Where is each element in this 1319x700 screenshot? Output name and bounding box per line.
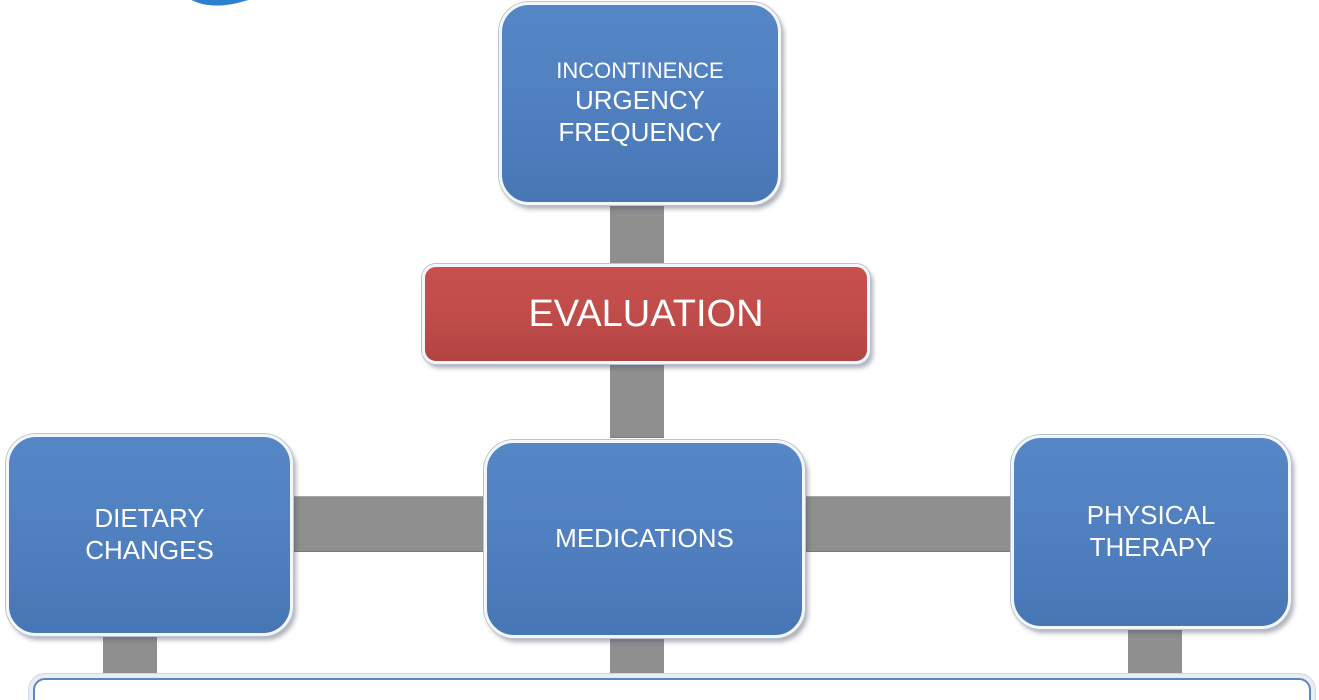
symptom-urgency-label: URGENCY	[574, 85, 705, 116]
connector-dietary-medications	[288, 496, 488, 552]
outcome-panel	[33, 678, 1311, 700]
symptoms-node: INCONTINENCE URGENCY FREQUENCY	[499, 2, 781, 205]
connector-medications-physical-therapy	[800, 496, 1019, 552]
connector-symptoms-evaluation	[610, 203, 664, 271]
evaluation-label: EVALUATION	[528, 292, 764, 335]
dietary-changes-node: DIETARY CHANGES	[6, 434, 293, 636]
physical-therapy-label-line-1: PHYSICAL	[1086, 500, 1216, 531]
physical-therapy-label-line-2: THERAPY	[1089, 532, 1213, 562]
dietary-label-line-2: CHANGES	[85, 535, 214, 565]
dietary-label-line-1: DIETARY	[94, 503, 205, 534]
symptom-incontinence-label: INCONTINENCE	[556, 58, 724, 84]
evaluation-node: EVALUATION	[422, 264, 870, 364]
medications-node: MEDICATIONS	[484, 440, 805, 638]
physical-therapy-node: PHYSICAL THERAPY	[1011, 435, 1291, 629]
medications-label: MEDICATIONS	[555, 523, 734, 554]
symptom-frequency-label: FREQUENCY	[558, 116, 722, 147]
logo-swoosh-icon	[191, 0, 248, 6]
connector-evaluation-medications	[610, 358, 664, 438]
